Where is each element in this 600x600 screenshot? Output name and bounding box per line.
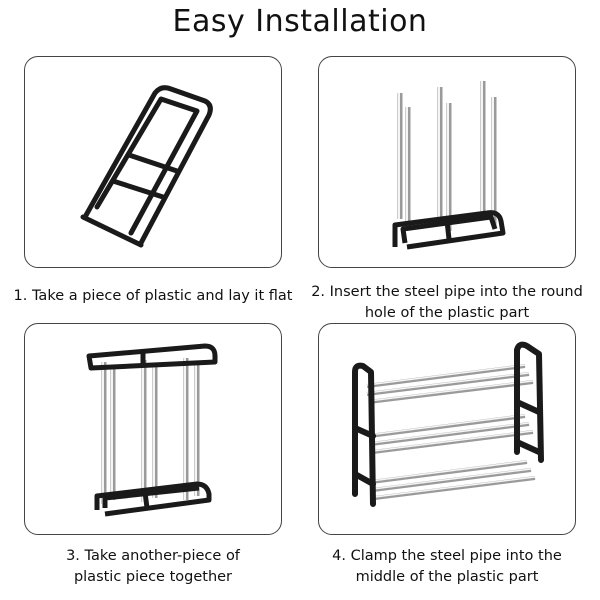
caption-line: plastic piece together xyxy=(73,569,233,585)
page-title: Easy Installation xyxy=(172,4,428,39)
caption-line: middle of the plastic part xyxy=(355,569,539,585)
caption-line: 2. Insert the steel pipe into the round xyxy=(311,284,583,300)
caption-line: hole of the plastic part xyxy=(364,305,530,321)
step-3-image-panel xyxy=(24,323,282,535)
step-2-image-panel xyxy=(318,56,576,268)
flat-plastic-frame-illustration xyxy=(80,85,213,248)
step-4-caption: 4. Clamp the steel pipe into the middle … xyxy=(297,546,597,588)
two-frames-joined-by-pipes-illustration xyxy=(86,343,218,517)
step-4-image-panel xyxy=(318,323,576,535)
caption-line: 4. Clamp the steel pipe into the xyxy=(332,548,562,564)
frame-with-vertical-pipes-illustration xyxy=(392,81,506,250)
caption-line: 3. Take another-piece of xyxy=(66,548,240,564)
assembled-shoe-rack-illustration xyxy=(352,341,544,507)
step-1-image-panel xyxy=(24,56,282,268)
caption-line: 1. Take a piece of plastic and lay it fl… xyxy=(13,288,293,304)
step-1-caption: 1. Take a piece of plastic and lay it fl… xyxy=(3,286,303,307)
step-2-caption: 2. Insert the steel pipe into the round … xyxy=(297,282,597,324)
step-3-caption: 3. Take another-piece of plastic piece t… xyxy=(3,546,303,588)
